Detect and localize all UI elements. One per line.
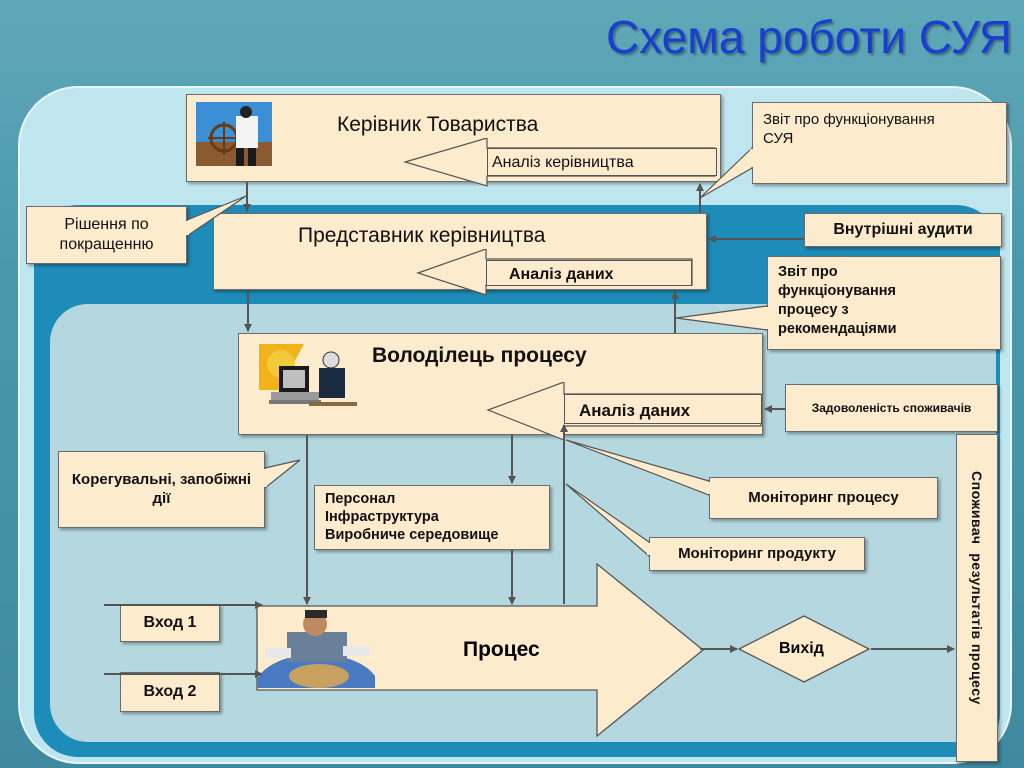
- leader-label: Керівник Товариства: [337, 113, 539, 136]
- mgmt-review-label: Аналіз керівництва: [492, 154, 634, 171]
- satisfaction-label: Задоволеність споживачів: [811, 401, 972, 415]
- corrective-callout[interactable]: Корегувальні, запобіжні дії: [58, 451, 265, 528]
- resource-infrastructure: Інфраструктура: [325, 509, 439, 526]
- page-title: Схема роботи СУЯ: [605, 11, 1012, 63]
- report-qms-label: Звіт про функціонування СУЯ: [763, 111, 935, 147]
- process-arrow[interactable]: Процес: [255, 560, 707, 740]
- input-1-label: Вход 1: [143, 614, 197, 631]
- data-analysis-label-2: Аналіз даних: [579, 401, 691, 420]
- input-1-box[interactable]: Вход 1: [120, 604, 220, 642]
- captain-clipart-icon: [196, 102, 272, 166]
- report-process-label: Звіт про функціонування процесу з рекоме…: [778, 264, 897, 337]
- data-analysis-label-1: Аналіз даних: [509, 266, 614, 283]
- monitoring-process-box[interactable]: Моніторинг процесу: [709, 477, 938, 519]
- representative-label: Представник керівництва: [298, 224, 546, 247]
- businessman-globe-clipart-icon: [257, 606, 375, 688]
- input-2-box[interactable]: Вход 2: [120, 672, 220, 712]
- decisions-callout[interactable]: Рішення по покращенню: [26, 206, 187, 264]
- input-2-label: Вход 2: [143, 683, 197, 700]
- report-qms-callout[interactable]: Звіт про функціонування СУЯ: [752, 102, 1007, 184]
- resource-personnel: Персонал: [325, 491, 396, 507]
- corrective-label: Корегувальні, запобіжні дії: [71, 470, 252, 507]
- output-diamond[interactable]: Вихід: [737, 614, 871, 684]
- internal-audits-box[interactable]: Внутрішні аудити: [804, 213, 1002, 247]
- satisfaction-box[interactable]: Задоволеність споживачів: [785, 384, 998, 432]
- owner-label: Володілець процесу: [372, 344, 587, 367]
- resources-box[interactable]: Персонал Інфраструктура Виробниче середо…: [314, 485, 550, 550]
- monitoring-process-label: Моніторинг процесу: [748, 488, 899, 506]
- internal-audits-label: Внутрішні аудити: [833, 221, 973, 238]
- output-label: Вихід: [779, 640, 824, 657]
- report-process-callout[interactable]: Звіт про функціонування процесу з рекоме…: [767, 256, 1001, 350]
- data-analysis-box-1: Аналіз даних: [486, 260, 692, 286]
- process-label: Процес: [463, 638, 540, 661]
- data-analysis-box-2: Аналіз даних: [564, 394, 762, 424]
- computer-user-clipart-icon: [249, 342, 359, 420]
- mgmt-review-box: Аналіз керівництва: [487, 148, 717, 176]
- resource-environment: Виробниче середовище: [325, 527, 499, 544]
- monitoring-product-label: Моніторинг продукту: [678, 544, 836, 562]
- decisions-label: Рішення по покращенню: [59, 216, 154, 253]
- consumer-label: Споживач результатів процесу: [969, 471, 985, 705]
- consumer-box[interactable]: Споживач результатів процесу: [956, 434, 998, 762]
